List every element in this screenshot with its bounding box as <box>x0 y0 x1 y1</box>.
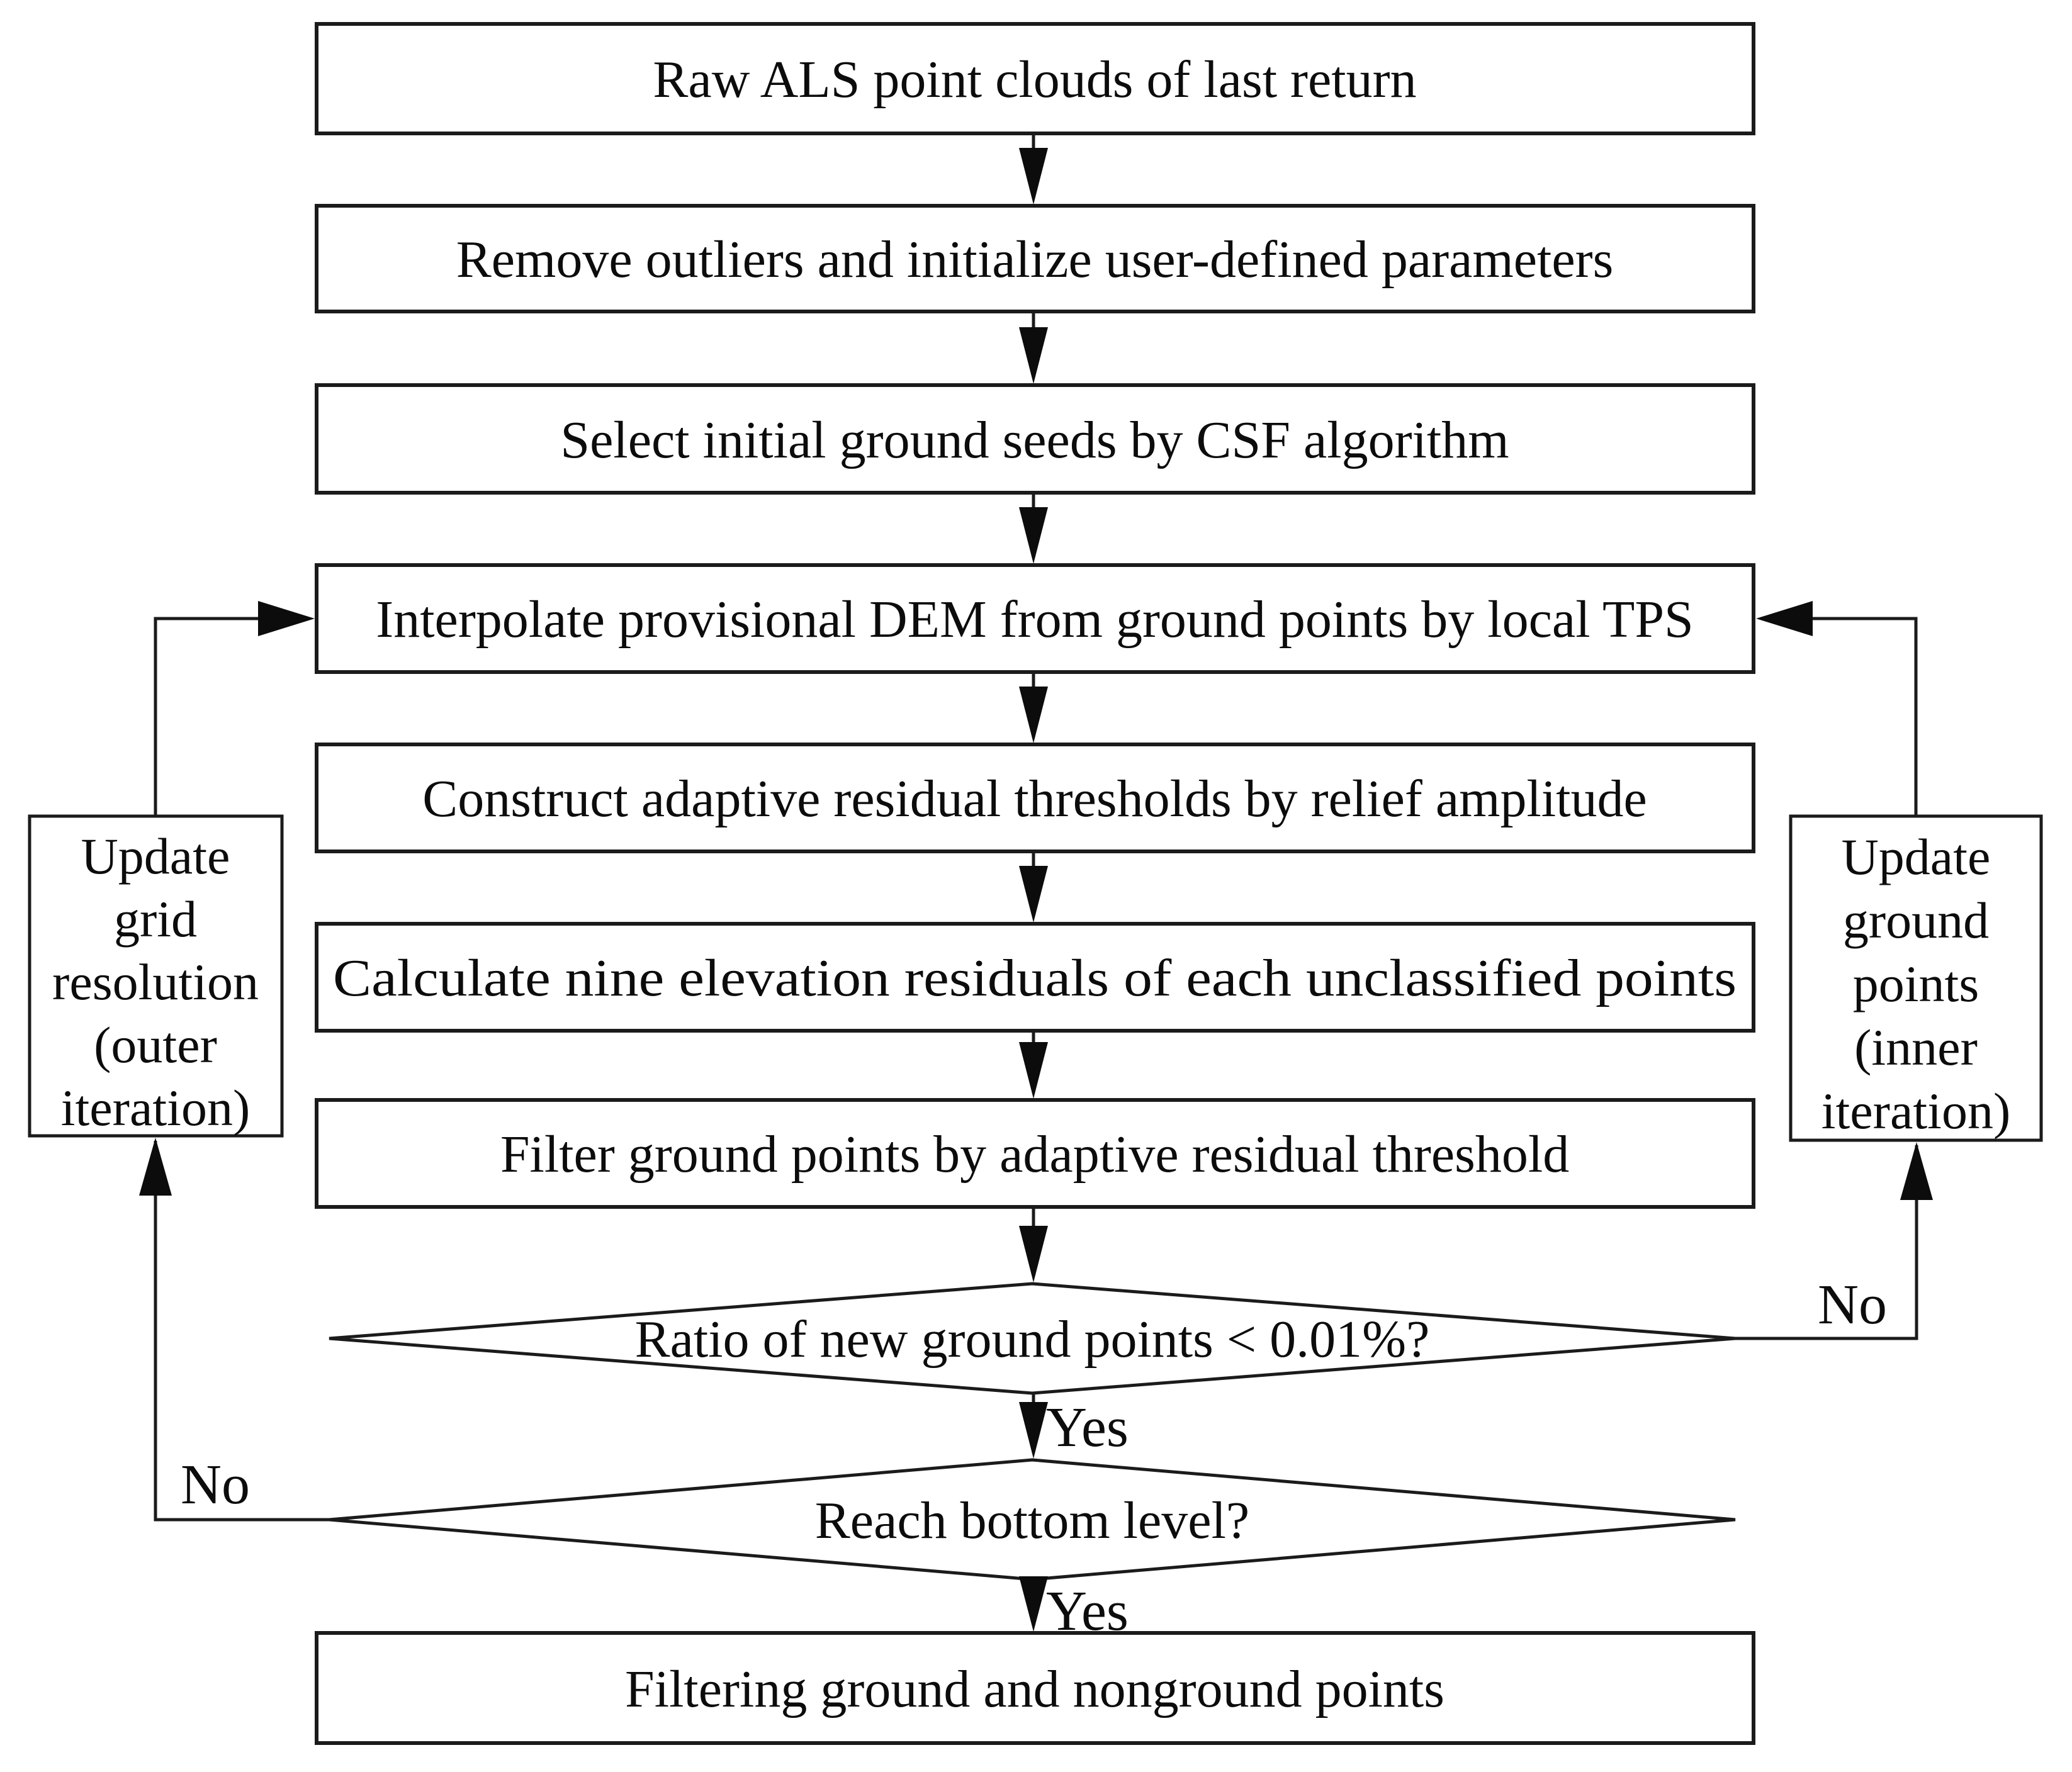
arrow-select-to-interpolate <box>1019 493 1048 564</box>
arrow-head-down-icon <box>1019 1576 1048 1632</box>
arrow-head-right-icon <box>258 601 315 636</box>
box-raw-als-points-shape <box>315 22 1755 135</box>
box-select-ground-seeds-label: Select initial ground seeds by CSF algor… <box>560 411 1509 469</box>
arrow-calculate-to-filter <box>1019 1031 1048 1099</box>
update-grid-line-3: resolution <box>52 953 259 1011</box>
arrow-head-up-icon <box>139 1138 172 1196</box>
update-ground-line-5: iteration) <box>1821 1082 2011 1140</box>
arrow-bottom-decision-to-output <box>1019 1576 1048 1632</box>
arrow-head-up-icon <box>1900 1142 1933 1200</box>
box-interpolate-dem: Interpolate provisional DEM from ground … <box>315 563 1755 674</box>
box-construct-thresholds-label: Construct adaptive residual thresholds b… <box>422 770 1647 828</box>
arrow-filter-to-ratio-decision <box>1019 1207 1048 1282</box>
decision-reach-bottom-level: Reach bottom level? <box>329 1458 1736 1581</box>
box-select-ground-seeds-shape <box>315 383 1755 495</box>
edge-update-ground-to-interpolate <box>1756 601 1918 816</box>
box-update-ground-points: Update ground points (inner iteration) <box>1789 814 2043 1142</box>
box-calculate-residuals-shape <box>315 922 1755 1033</box>
update-grid-line-5: iteration) <box>61 1079 251 1136</box>
arrow-head-down-icon <box>1019 687 1048 743</box>
arrow-head-down-icon <box>1019 148 1048 205</box>
edge-no-left-loop <box>139 1138 329 1522</box>
box-calculate-residuals-label: Calculate nine elevation residuals of ea… <box>333 949 1737 1007</box>
decision-ratio-new-ground: Ratio of new ground points < 0.01%? <box>329 1282 1736 1395</box>
box-remove-outliers: Remove outliers and initialize user-defi… <box>315 204 1755 313</box>
arrow-ratio-to-bottom-decision <box>1019 1393 1048 1459</box>
update-ground-line-4: (inner <box>1854 1019 1978 1076</box>
box-filter-ground-points-label: Filter ground points by adaptive residua… <box>500 1125 1569 1184</box>
box-update-grid-resolution: Update grid resolution (outer iteration) <box>28 814 284 1138</box>
arrow-head-down-icon <box>1019 1042 1048 1099</box>
arrow-interpolate-to-construct <box>1019 672 1048 743</box>
box-filtering-output-label: Filtering ground and nonground points <box>625 1660 1444 1719</box>
arrow-head-down-icon <box>1019 507 1048 564</box>
box-update-grid-resolution-shape <box>28 814 284 1138</box>
box-update-ground-points-shape <box>1789 814 2043 1142</box>
box-remove-outliers-label: Remove outliers and initialize user-defi… <box>456 230 1614 289</box>
label-no-ratio: No <box>1818 1274 1887 1336</box>
box-construct-thresholds: Construct adaptive residual thresholds b… <box>315 743 1755 853</box>
box-interpolate-dem-shape <box>315 563 1755 674</box>
box-remove-outliers-shape <box>315 204 1755 313</box>
arrow-head-left-icon <box>1756 601 1813 636</box>
update-grid-line-1: Update <box>81 827 230 885</box>
box-filtering-output: Filtering ground and nonground points <box>315 1631 1755 1745</box>
box-interpolate-dem-label: Interpolate provisional DEM from ground … <box>376 590 1694 649</box>
arrow-head-down-icon <box>1019 1402 1048 1459</box>
arrow-head-down-icon <box>1019 1226 1048 1282</box>
box-select-ground-seeds: Select initial ground seeds by CSF algor… <box>315 383 1755 495</box>
update-grid-line-2: grid <box>114 890 197 948</box>
arrow-raw-to-remove <box>1019 133 1048 205</box>
box-raw-als-points: Raw ALS point clouds of last return <box>315 22 1755 135</box>
arrow-construct-to-calculate <box>1019 851 1048 922</box>
decision-ratio-new-ground-label: Ratio of new ground points < 0.01%? <box>635 1310 1430 1369</box>
arrow-remove-to-select <box>1019 311 1048 384</box>
box-filtering-output-shape <box>315 1631 1755 1745</box>
box-raw-als-points-label: Raw ALS point clouds of last return <box>653 50 1416 109</box>
label-yes-ratio: Yes <box>1046 1396 1129 1459</box>
update-ground-line-2: ground <box>1843 892 1989 949</box>
decision-reach-bottom-level-label: Reach bottom level? <box>815 1491 1249 1550</box>
label-no-bottom: No <box>181 1454 250 1516</box>
arrow-head-down-icon <box>1019 866 1048 922</box>
box-calculate-residuals: Calculate nine elevation residuals of ea… <box>315 922 1755 1033</box>
update-grid-line-4: (outer <box>94 1016 217 1074</box>
update-ground-line-3: points <box>1853 955 1979 1012</box>
edge-no-right-loop <box>1735 1142 1933 1340</box>
box-filter-ground-points: Filter ground points by adaptive residua… <box>315 1098 1755 1209</box>
update-ground-line-1: Update <box>1842 828 1991 885</box>
edge-update-grid-to-interpolate <box>154 601 315 816</box>
arrow-head-down-icon <box>1019 327 1048 384</box>
label-yes-bottom: Yes <box>1046 1580 1129 1642</box>
